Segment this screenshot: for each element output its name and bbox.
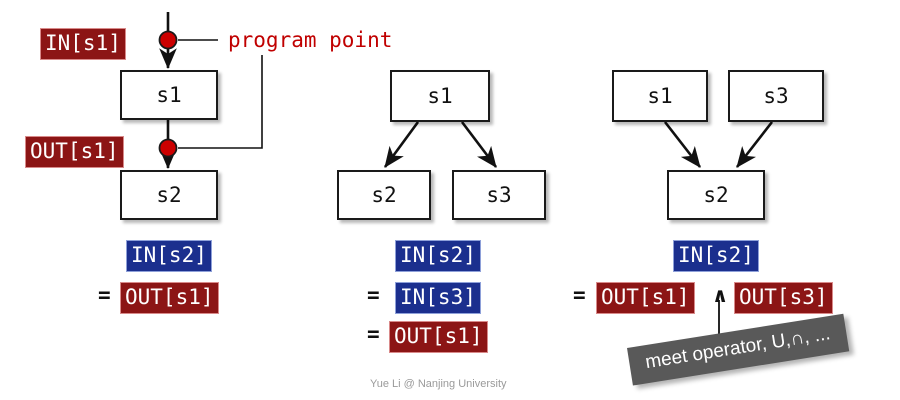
cfg-node-seq-s1[interactable]: s1 [120,70,218,120]
equation-seq-line1-term1[interactable]: IN[s2] [126,240,212,272]
slide-footer: Yue Li @ Nanjing University [370,378,507,390]
cfg-node-label: s3 [763,83,789,108]
equation-fork-line2-equals: = [367,283,380,307]
edge-join-s3-to-s2 [735,121,774,168]
equation-fork-line3-term1[interactable]: OUT[s1] [389,321,488,353]
cfg-node-join-s3[interactable]: s3 [728,70,824,122]
cfg-node-join-s2[interactable]: s2 [667,170,765,220]
equation-join-line2-term1[interactable]: OUT[s1] [596,282,695,314]
program-point-dot-in-s1 [158,30,178,50]
equation-join-line2-equals: = [573,283,586,307]
meet-operator-symbol: ∧ [712,283,729,307]
cfg-node-fork-s2[interactable]: s2 [337,170,431,220]
cfg-node-label: s1 [647,83,673,108]
cfg-node-fork-s1[interactable]: s1 [390,70,490,122]
equation-join-line2-term2[interactable]: OUT[s3] [734,282,833,314]
program-point-annotation: program point [228,28,393,52]
equation-seq-line2-equals: = [98,283,111,307]
cfg-node-label: s1 [156,82,182,107]
program-point-dot-out-s1 [158,138,178,158]
meet-operator-callout[interactable]: meet operator, U,∩, ... [627,313,850,386]
edge-fork-s1-to-s3 [460,121,498,168]
chip-out-s1[interactable]: OUT[s1] [25,136,124,168]
edge-join-s1-to-s2 [663,121,702,168]
cfg-node-label: s1 [427,83,453,108]
cfg-node-fork-s3[interactable]: s3 [452,170,546,220]
equation-fork-line2-term1[interactable]: IN[s3] [395,282,481,314]
cfg-node-label: s2 [703,182,729,207]
equation-fork-line1-term1[interactable]: IN[s2] [395,240,481,272]
equation-fork-line3-equals: = [367,322,380,346]
chip-in-s1[interactable]: IN[s1] [40,28,126,60]
equation-join-line1-term1[interactable]: IN[s2] [673,240,759,272]
cfg-node-seq-s2[interactable]: s2 [120,170,218,220]
edge-fork-s1-to-s2 [383,121,420,168]
equation-seq-line2-term1[interactable]: OUT[s1] [120,282,219,314]
cfg-node-label: s2 [371,182,397,207]
cfg-node-label: s2 [156,182,182,207]
cfg-node-join-s1[interactable]: s1 [612,70,708,122]
cfg-node-label: s3 [486,182,512,207]
